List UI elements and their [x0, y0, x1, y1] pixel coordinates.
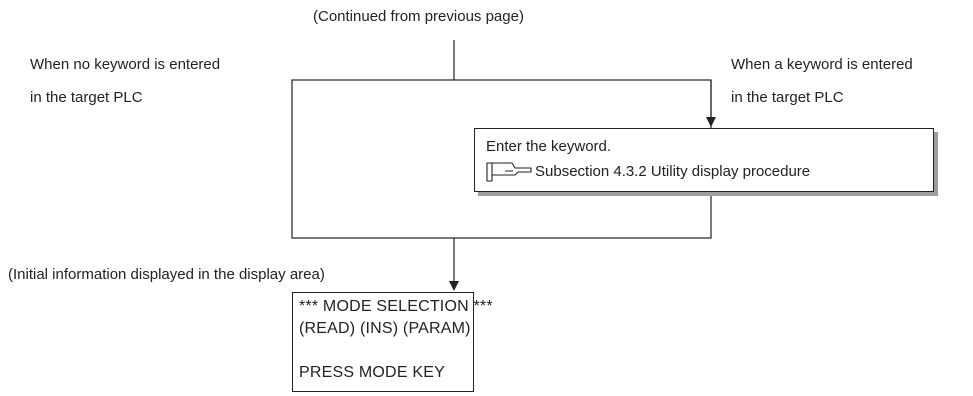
display-area-note: (Initial information displayed in the di…	[8, 266, 325, 283]
reference-link: Subsection 4.3.2 Utility display procedu…	[485, 161, 810, 183]
display-panel: *** MODE SELECTION *** (READ) (INS) (PAR…	[292, 292, 493, 392]
branch-right-line2: in the target PLC	[731, 89, 844, 106]
branch-left-line2: in the target PLC	[30, 89, 143, 106]
keyword-step-face: Enter the keyword. Subsection 4.3.2 Util…	[474, 128, 934, 192]
pointing-hand-icon	[486, 162, 532, 182]
continued-note: (Continued from previous page)	[313, 8, 524, 25]
display-line-4: PRESS MODE KEY	[299, 364, 445, 381]
keyword-step-box: Enter the keyword. Subsection 4.3.2 Util…	[474, 128, 938, 196]
branch-right-line1: When a keyword is entered	[731, 56, 913, 73]
keyword-step-title: Enter the keyword.	[486, 138, 612, 155]
display-line-2: (READ) (INS) (PARAM)	[299, 320, 471, 337]
reference-text: Subsection 4.3.2 Utility display procedu…	[535, 163, 811, 180]
branch-left-line1: When no keyword is entered	[30, 56, 221, 73]
display-line-1: *** MODE SELECTION ***	[299, 298, 493, 315]
